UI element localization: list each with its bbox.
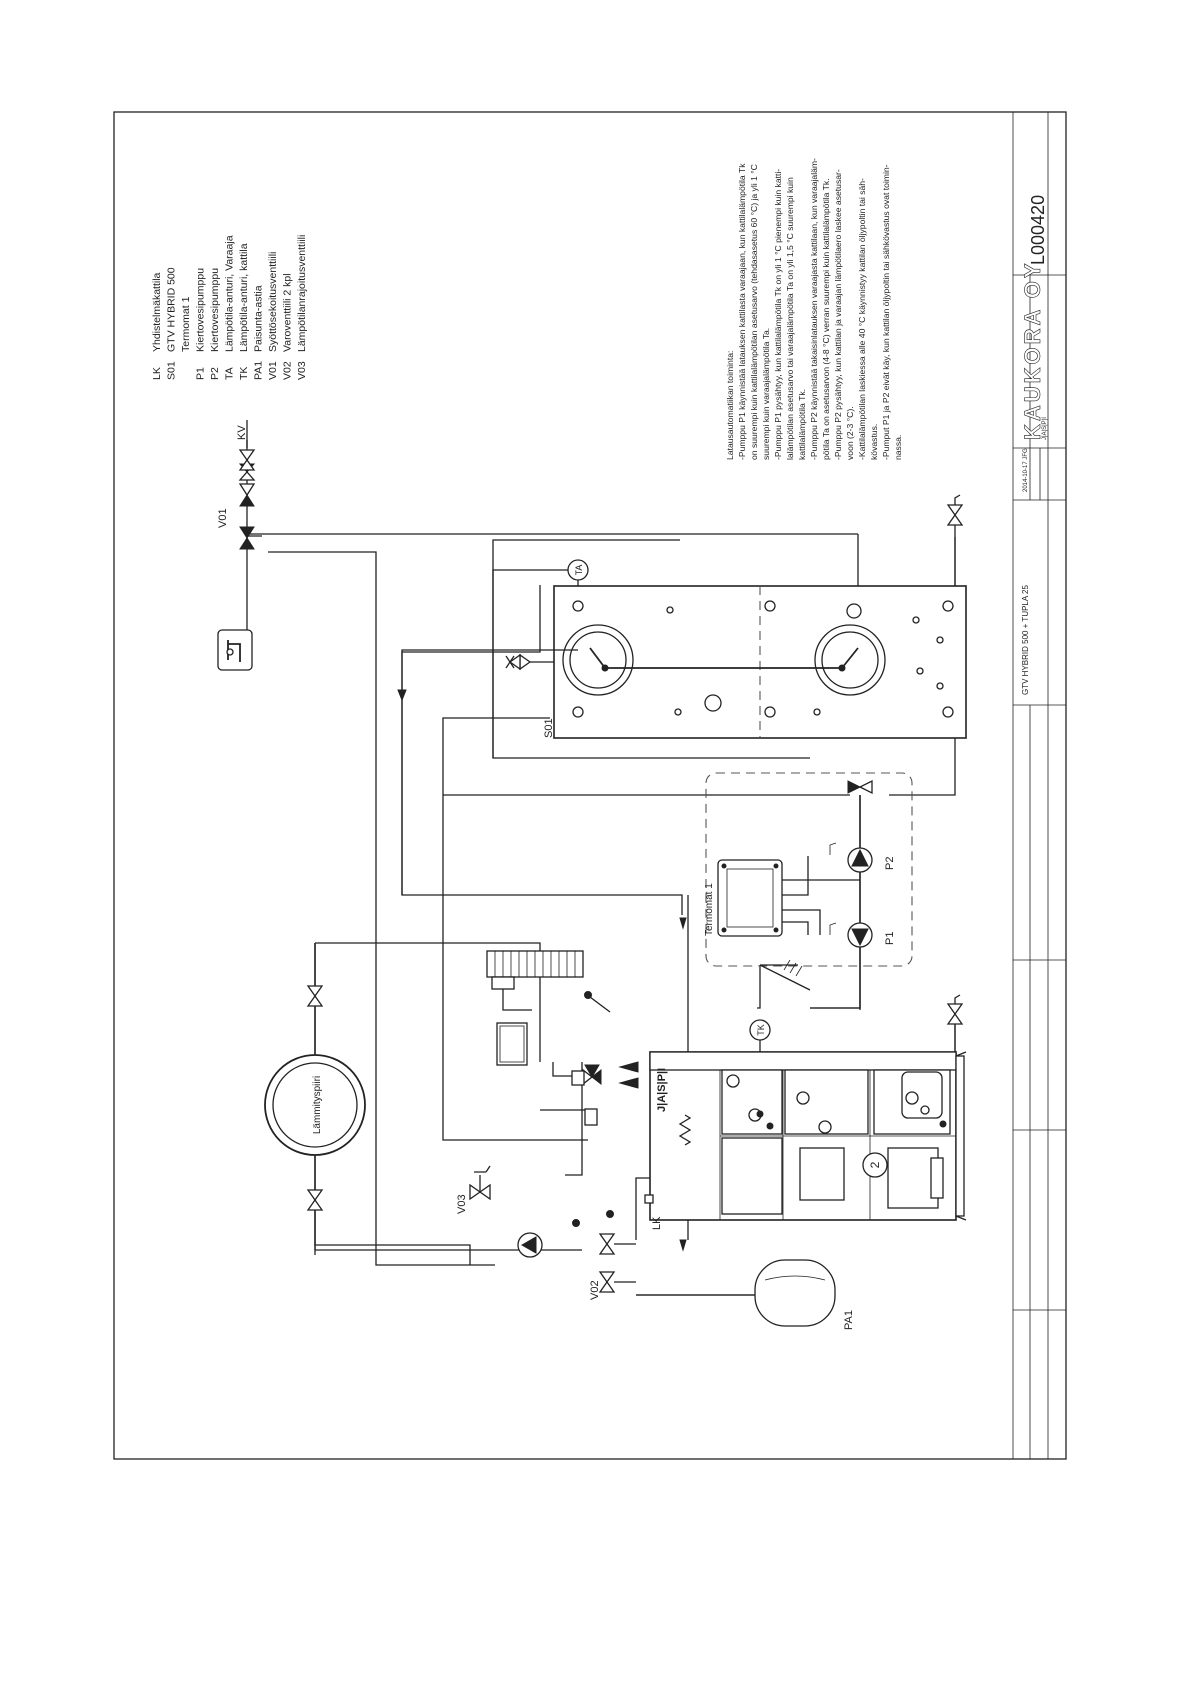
- notes-line: -Pumppu P1 käynnistää latauksen kattilas…: [737, 163, 747, 460]
- legend-text: Kiertovesipumppu: [195, 268, 207, 352]
- heating-pump-icon: [517, 1232, 543, 1258]
- legend-text: Lämpötila-anturi, kattila: [238, 243, 250, 352]
- notes-line: -Pumppu P2 käynnistää takaisinlatauksen …: [809, 158, 819, 460]
- heating-circuit-label: Lämmityspiiri: [312, 1076, 323, 1134]
- legend-text: Termomat 1: [180, 296, 192, 352]
- burner-icon: [901, 1071, 943, 1119]
- legend-text: Lämpötila-anturi, Varaaja: [224, 235, 236, 352]
- notes-line: -Pumppu P2 pysähtyy, kun kattilan ja var…: [833, 169, 843, 460]
- heating-circuit-ring-inner: [272, 1062, 358, 1148]
- legend-code: V01: [267, 361, 279, 380]
- legend-code: TA: [224, 367, 236, 380]
- drawing-date: 2014-10-17 JFG: [1023, 448, 1029, 492]
- notes-line: kövastus.: [869, 424, 879, 460]
- notes-line: pötila Ta on asetusarvon (4-8 °C) verran…: [821, 178, 831, 460]
- kv-label: KV: [236, 425, 248, 440]
- termomat-label: Termomat 1: [704, 883, 715, 936]
- valve-icon: [238, 483, 256, 497]
- v02-safety-valves: V02: [589, 1233, 636, 1300]
- termomat-controller: [717, 859, 783, 937]
- notes-line: -Pumput P1 ja P2 eivät käy, kun kattilan…: [881, 164, 891, 460]
- notes-line: -Kattilalämpötilan laskiessa alle 40 °C …: [857, 178, 867, 460]
- s01-storage-tank: S01 TA: [492, 494, 967, 758]
- faucet-icon: [217, 629, 253, 671]
- legend-code: TK: [238, 367, 250, 380]
- legend-text: Syöttösekoitusventtiili: [267, 252, 279, 352]
- tk-label: TK: [756, 1024, 766, 1036]
- legend-code: P1: [195, 367, 207, 380]
- control-box: [496, 1022, 528, 1066]
- return-line: [397, 649, 687, 930]
- ta-label: TA: [574, 565, 584, 576]
- cable-marks: [759, 959, 811, 991]
- boiler-number-badge: [862, 1152, 888, 1178]
- legend-text: Kiertovesipumppu: [209, 268, 221, 352]
- title-block: GTV HYBRID 500 + TUPLA 25 2014-10-17 JFG…: [1012, 112, 1067, 1459]
- v01-label: V01: [217, 508, 229, 528]
- lk-label: LK: [651, 1216, 663, 1230]
- legend-text: Varoventtiili 2 kpl: [282, 273, 294, 352]
- p1-label: P1: [884, 932, 896, 945]
- operation-notes: Latausautomatiikan toiminta:-Pumppu P1 k…: [725, 158, 903, 460]
- shutoff-valve-icon: [306, 1189, 324, 1202]
- notes-line: voon (2-3 °C).: [845, 406, 855, 460]
- boiler-number: 2: [868, 1161, 882, 1168]
- jaspi-logo: J|A|S|P|I: [656, 1068, 668, 1112]
- legend-text: Paisunta-astia: [253, 285, 265, 352]
- notes-line: -Pumppu P1 pysähtyy, kun kattilalämpötil…: [773, 169, 783, 460]
- v03-label: V03: [456, 1194, 468, 1214]
- notes-line: lalämpötilan asetusarvo tai varaajalämpö…: [785, 177, 795, 460]
- legend-text: Yhdistelmäkattila: [151, 272, 163, 352]
- heating-circuit: Lämmityspiiri: [264, 943, 366, 1250]
- load-unit-dashed-boundary: [705, 772, 913, 967]
- drawing-number: L000420: [1028, 195, 1048, 265]
- drawing-title: GTV HYBRID 500 + TUPLA 25: [1021, 585, 1030, 695]
- legend-code: LK: [151, 367, 163, 380]
- control-units: [486, 950, 614, 1227]
- legend-code: V03: [296, 361, 308, 380]
- v03-valve: V03: [456, 1165, 491, 1214]
- valve-icon: [238, 449, 256, 462]
- shutoff-valve-icon: [306, 985, 324, 998]
- company-small-logo: J|A|S|P|I: [1042, 417, 1048, 440]
- legend-text: GTV HYBRID 500: [166, 267, 178, 352]
- notes-line: on suurempi kuin kattilalämpötilan asetu…: [749, 164, 759, 460]
- legend-code: V02: [282, 361, 294, 380]
- s01-label: S01: [543, 718, 555, 738]
- legend-code: S01: [166, 361, 178, 380]
- notes-line: nassa.: [893, 435, 903, 460]
- lk-boiler: J|A|S|P|I 2 LK TK: [644, 994, 967, 1252]
- v01-valve-stack: V01 KV: [217, 420, 256, 550]
- legend-text: Lämpötilanrajoitusventtiili: [296, 235, 308, 352]
- boiler-mixing-valve: [540, 1061, 639, 1126]
- notes-line: kattilalämpötila Tk.: [797, 389, 807, 460]
- v02-label: V02: [589, 1280, 601, 1300]
- legend-code: PA1: [253, 361, 265, 380]
- valve-icon: [239, 526, 255, 539]
- p2-label: P2: [884, 857, 896, 870]
- drawing-frame: [113, 111, 1067, 1460]
- company-logo-text: KAUKORA OY: [1020, 260, 1045, 440]
- pa1-expansion-vessel: PA1: [636, 1259, 855, 1330]
- notes-line: suurempi kuin varaajalämpötila Ta.: [761, 328, 771, 460]
- load-unit: Termomat 1 P2 P1: [704, 772, 913, 1009]
- pa1-label: PA1: [843, 1310, 855, 1330]
- legend-code: P2: [209, 367, 221, 380]
- notes-heading: Latausautomatiikan toiminta:: [725, 351, 735, 460]
